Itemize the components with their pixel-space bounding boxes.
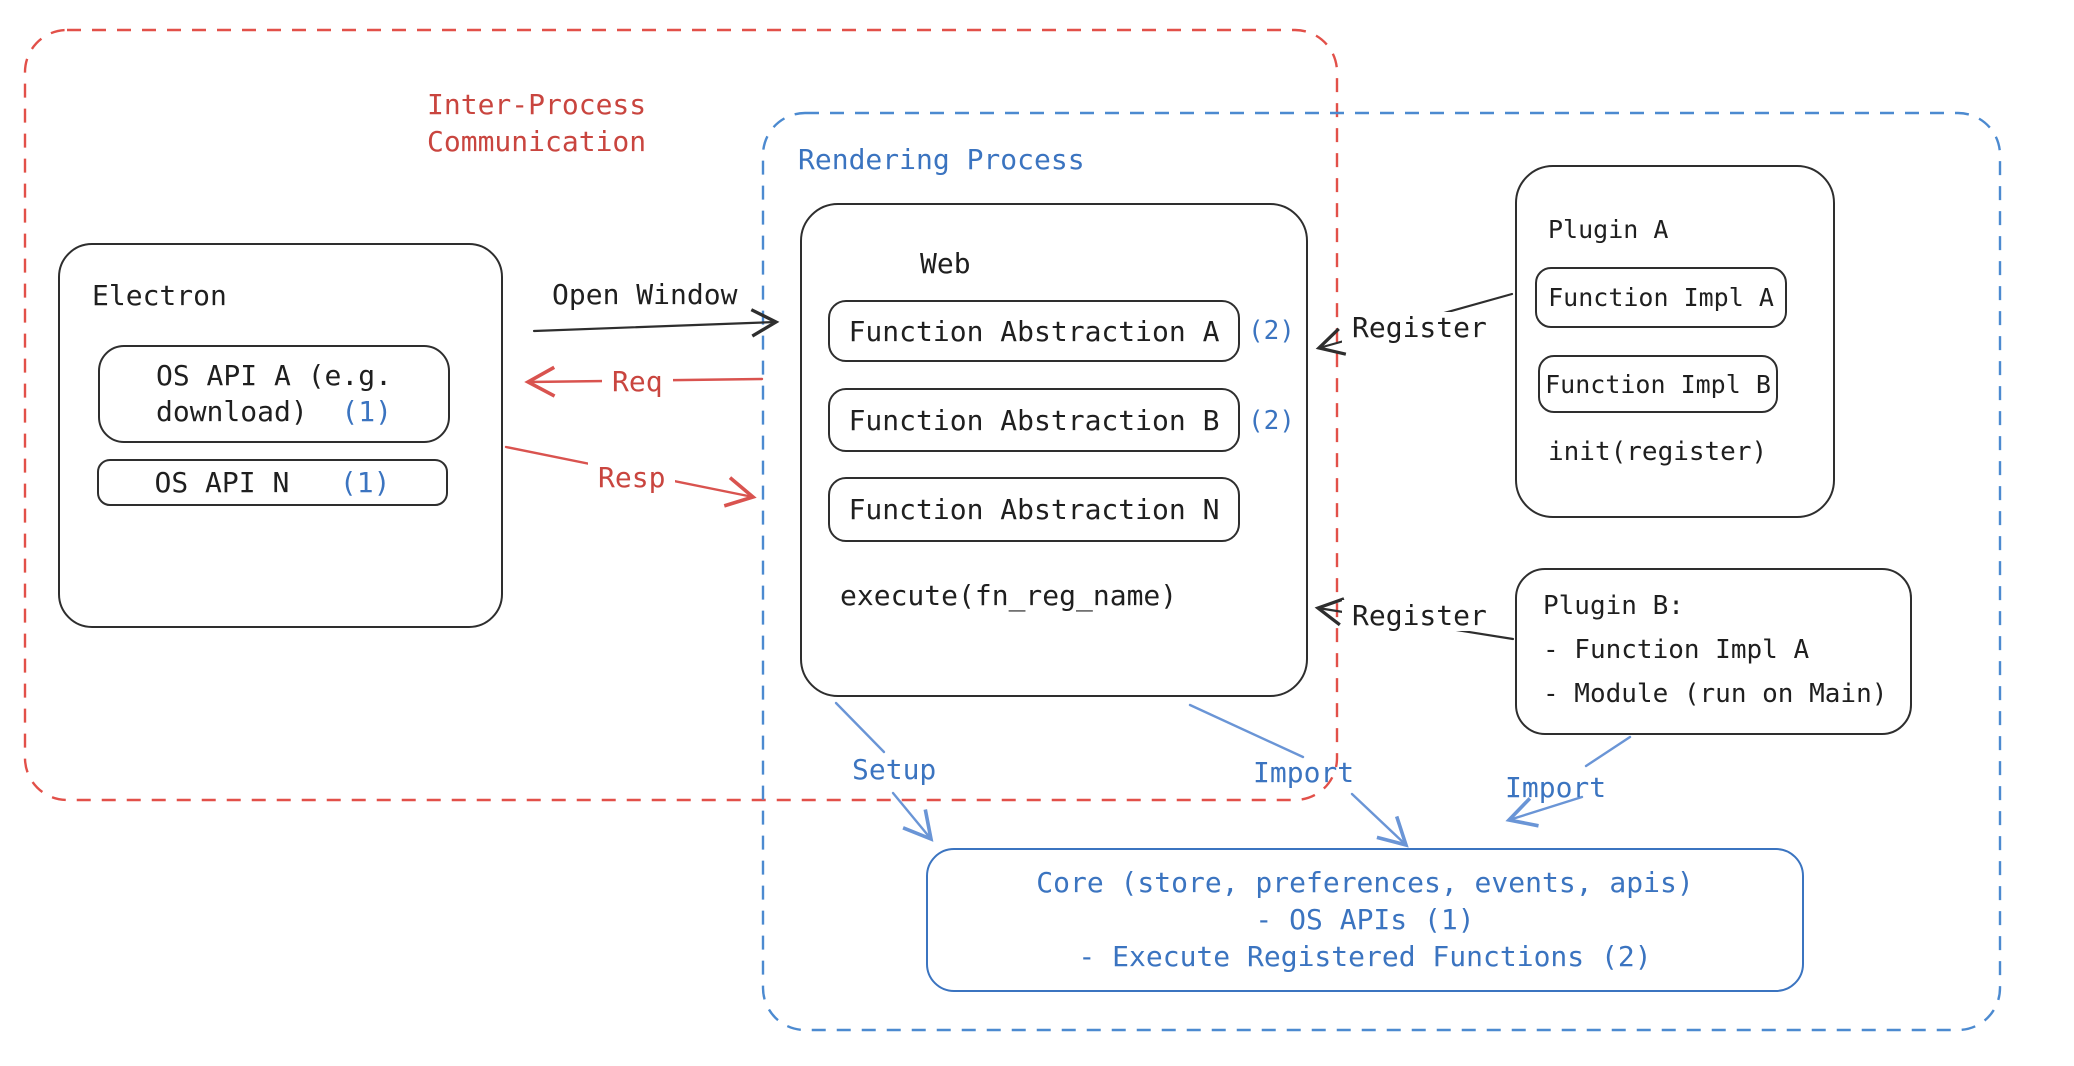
setup-arrow-head (891, 791, 934, 842)
electron-title: Electron (92, 279, 227, 312)
function-abstraction-b-box: Function Abstraction B (828, 388, 1240, 452)
os-api-a-badge: (1) (341, 395, 392, 428)
plugin-b-title: Plugin B: (1543, 591, 1684, 621)
rendering-region-label: Rendering Process (798, 143, 1085, 176)
ipc-label-line2: Communication (427, 125, 647, 158)
register-top-label: Register (1342, 312, 1497, 343)
function-abstraction-n-box: Function Abstraction N (828, 477, 1240, 542)
plugin-b-item-module: - Module (run on Main) (1543, 679, 1888, 709)
abstraction-b-badge: (2) (1248, 406, 1295, 436)
abstraction-a-badge: (2) (1248, 316, 1295, 346)
ipc-label-line1: Inter-Process (427, 88, 647, 121)
open-window-label: Open Window (552, 278, 738, 311)
os-api-n-box: OS API N (1) (97, 459, 448, 506)
os-api-a-text: download) (155, 395, 308, 428)
import-web-label: Import (1253, 756, 1355, 789)
function-impl-a-box: Function Impl A (1535, 267, 1787, 328)
os-api-n-text: OS API N (154, 466, 290, 499)
setup-label: Setup (852, 753, 937, 786)
resp-label: Resp (588, 462, 676, 493)
core-line1: Core (store, preferences, events, apis) (1036, 866, 1694, 899)
plugin-b-item-impl-a: - Function Impl A (1543, 635, 1810, 665)
function-impl-b-box: Function Impl B (1538, 355, 1778, 413)
os-api-a-line1: OS API A (e.g. (155, 359, 392, 392)
os-api-n-badge: (1) (339, 466, 391, 499)
register-bottom-label: Register (1342, 600, 1497, 631)
req-label: Req (602, 366, 673, 397)
setup-arrow-tail (834, 701, 886, 754)
import-web-arrow-head (1350, 792, 1409, 848)
core-box (926, 848, 1804, 992)
init-register-label: init(register) (1548, 437, 1768, 467)
function-abstraction-a-box: Function Abstraction A (828, 300, 1240, 362)
os-api-a-line2: download) (1) (156, 394, 392, 430)
import-web-arrow-tail (1188, 703, 1305, 759)
core-text: Core (store, preferences, events, apis) -… (926, 864, 1804, 975)
execute-label: execute(fn_reg_name) (840, 579, 1178, 612)
plugin-b-box (1515, 568, 1912, 735)
plugin-a-box (1515, 165, 1835, 518)
core-line3: - Execute Registered Functions (2) (1078, 940, 1652, 973)
os-api-n-gap (289, 466, 340, 499)
web-title: Web (920, 247, 971, 280)
open-window-arrow (532, 308, 780, 338)
core-line2: - OS APIs (1) (1255, 903, 1475, 936)
import-plugin-label: Import (1505, 771, 1607, 804)
import-plugin-arrow-tail (1584, 735, 1632, 768)
plugin-a-title: Plugin A (1548, 215, 1669, 244)
os-api-a-box: OS API A (e.g. download) (1) (98, 345, 450, 443)
